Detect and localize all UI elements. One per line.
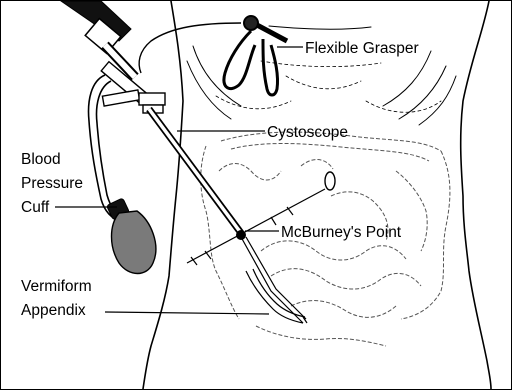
torso-outline: [143, 1, 491, 389]
label-vermiform-appendix-line1: Vermiform: [21, 278, 92, 295]
label-cystoscope: Cystoscope: [267, 124, 348, 141]
leader-vermiform-appendix: [105, 312, 269, 314]
label-blood-pressure-cuff-line3: Cuff: [21, 199, 50, 216]
label-blood-pressure-cuff-line2: Pressure: [21, 175, 83, 192]
label-mcburneys-point: McBurney's Point: [281, 224, 402, 241]
label-blood-pressure-cuff-line1: Blood: [21, 151, 61, 168]
label-flexible-grasper: Flexible Grasper: [305, 40, 419, 57]
label-vermiform-appendix-line2: Appendix: [21, 302, 86, 319]
